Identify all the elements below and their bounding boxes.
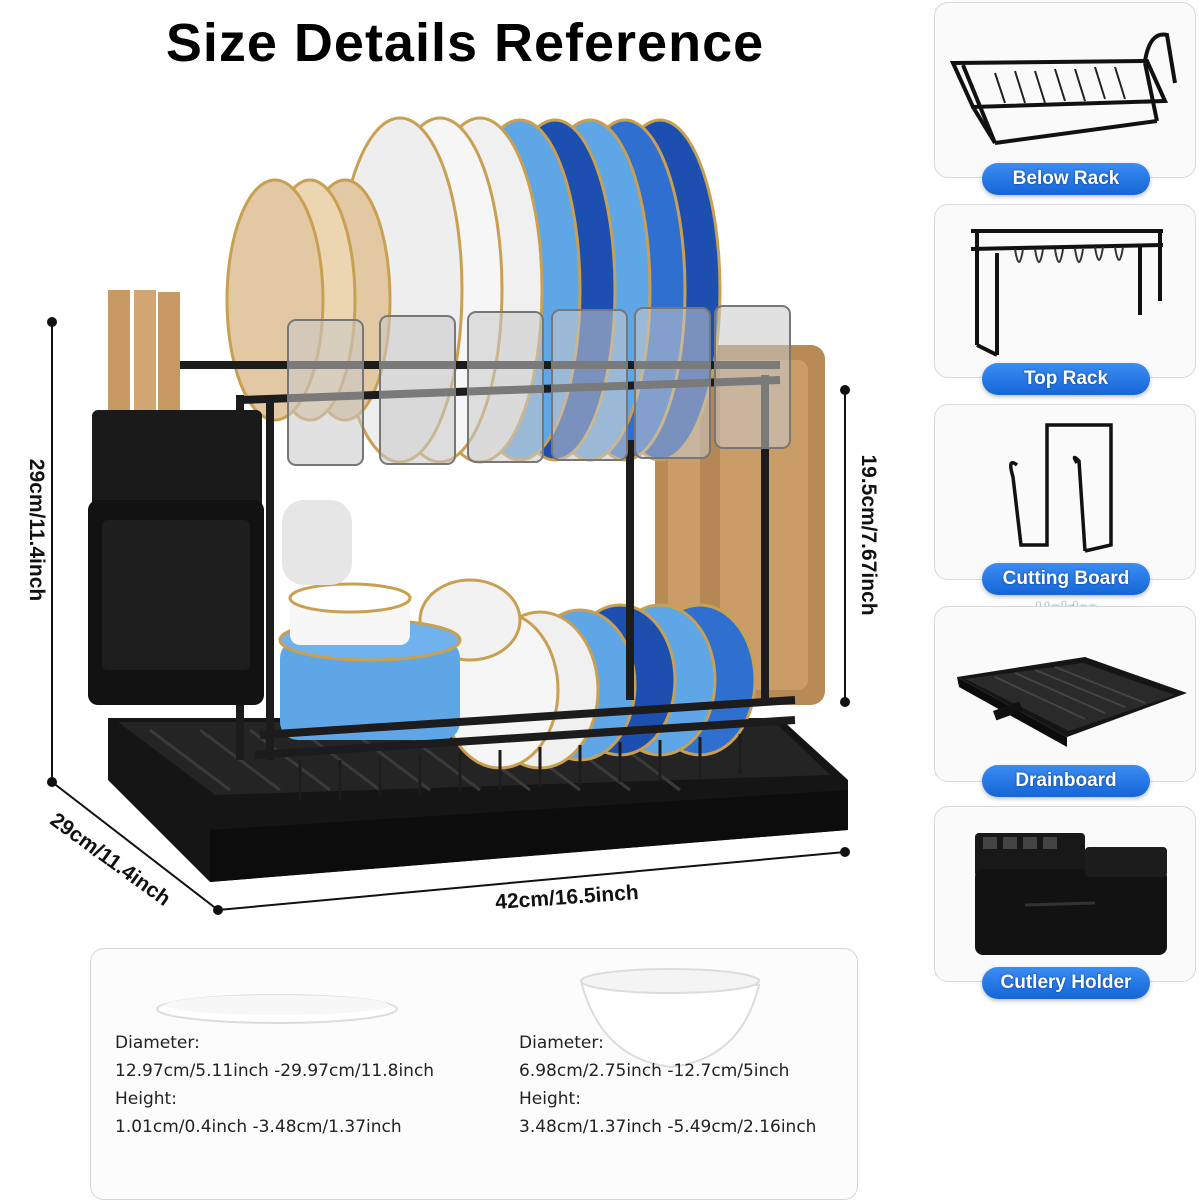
plate-size-info: Diameter: 12.97cm/5.11inch -29.97cm/11.8… xyxy=(115,1029,434,1141)
drainboard-icon xyxy=(957,657,1187,747)
component-card-cutlery-holder: Cutlery Holder xyxy=(934,806,1196,999)
component-card-cutting-board-holder: Cutting Board Holder xyxy=(934,404,1196,621)
bowl-size-info: Diameter: 6.98cm/2.75inch -12.7cm/5inch … xyxy=(519,1029,816,1141)
cutting-board-holder-icon xyxy=(1009,423,1113,553)
bowl-diameter-label: Diameter: xyxy=(519,1033,604,1053)
cutlery-holder-label: Cutlery Holder xyxy=(982,967,1150,999)
height-dimension-label: 29cm/11.4inch xyxy=(25,458,48,602)
cutting-board-holder-label: Cutting Board Holder xyxy=(982,563,1150,621)
below-rack-icon xyxy=(949,32,1177,145)
bowl-height-value: 3.48cm/1.37inch -5.49cm/2.16inch xyxy=(519,1117,817,1137)
component-card-top-rack: Top Rack xyxy=(934,204,1196,395)
shelf-gap-dimension-label: 19.5cm/7.67inch xyxy=(857,454,880,616)
plate-diameter-label: Diameter: xyxy=(115,1033,200,1053)
top-rack-label: Top Rack xyxy=(982,363,1150,395)
dish-size-illustrations xyxy=(156,968,761,1069)
page-title: Size Details Reference xyxy=(165,13,765,73)
dish-rack-illustration xyxy=(47,116,850,915)
dish-size-box: Diameter: 12.97cm/5.11inch -29.97cm/11.8… xyxy=(90,948,858,1200)
lower-shelf-dishes xyxy=(278,500,757,770)
dimension-lines xyxy=(47,317,850,915)
plate-height-value: 1.01cm/0.4inch -3.48cm/1.37inch xyxy=(115,1117,402,1137)
plate-height-label: Height: xyxy=(115,1089,177,1109)
rack-wires xyxy=(298,734,742,800)
plate-icon xyxy=(156,994,398,1024)
below-rack-label: Below Rack xyxy=(982,163,1150,195)
bowl-icon xyxy=(579,968,761,1069)
bowl-height-label: Height: xyxy=(519,1089,581,1109)
component-card-drainboard: Drainboard xyxy=(934,606,1196,797)
plate-diameter-value: 12.97cm/5.11inch -29.97cm/11.8inch xyxy=(115,1061,435,1081)
bowl-diameter-value: 6.98cm/2.75inch -12.7cm/5inch xyxy=(519,1061,790,1081)
cutlery-holder xyxy=(88,290,264,705)
cups xyxy=(287,305,791,466)
top-rack-icon xyxy=(970,229,1164,357)
drainboard-label: Drainboard xyxy=(982,765,1150,797)
component-card-below-rack: Below Rack xyxy=(934,2,1196,195)
cutlery-holder-icon xyxy=(975,833,1167,955)
